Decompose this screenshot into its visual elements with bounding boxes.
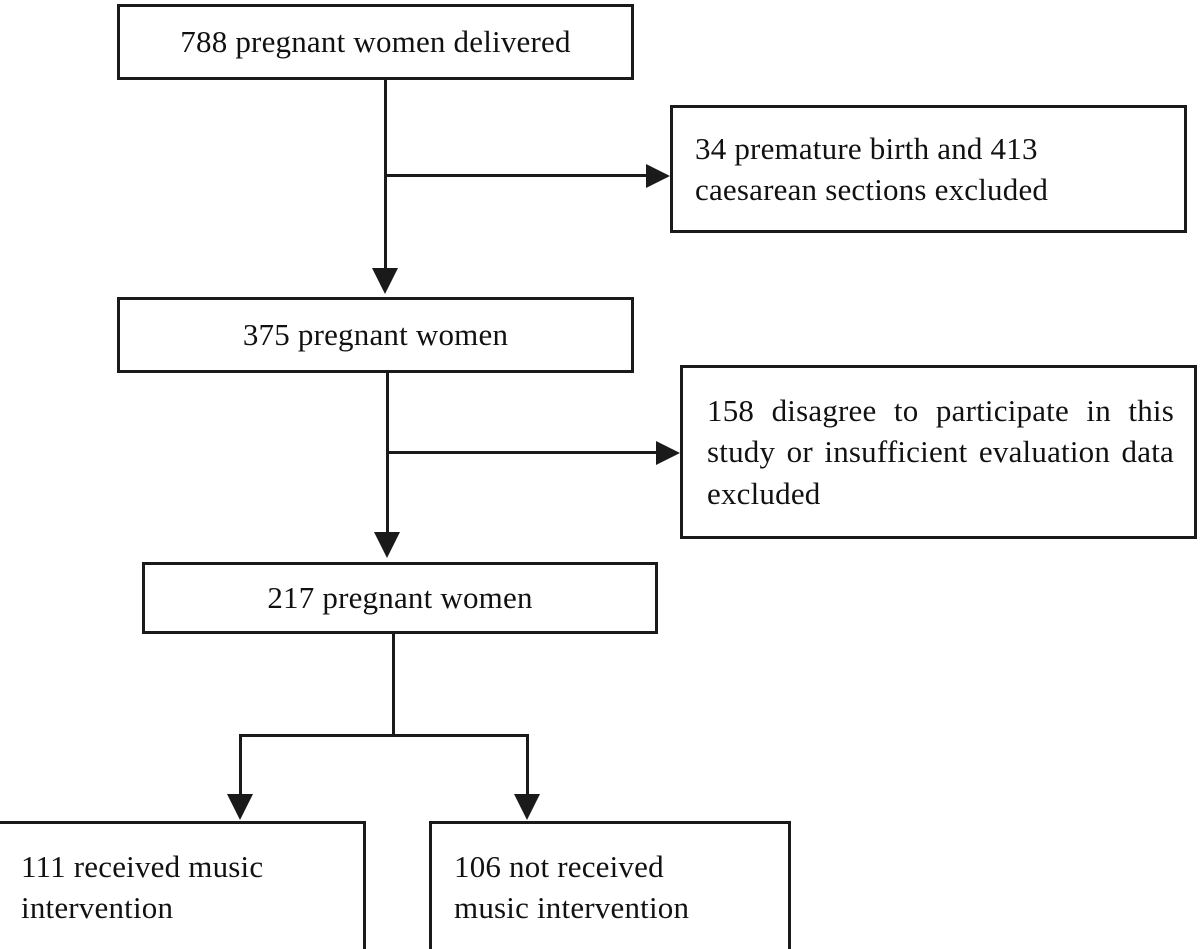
node-not-received-music-intervention: 106 not received music intervention: [429, 821, 791, 949]
connector-enrolled-to-no-music: [526, 736, 529, 798]
connector-delivered-to-eligible: [384, 79, 387, 271]
connector-delivered-to-excluded-1: [386, 174, 664, 177]
arrowhead-down-icon: [514, 794, 540, 820]
node-received-music-intervention: 111 received music intervention: [0, 821, 366, 949]
node-eligible-label: 375 pregnant women: [242, 317, 509, 353]
node-delivered: 788 pregnant women delivered: [117, 4, 634, 80]
arrowhead-down-icon: [372, 268, 398, 294]
connector-eligible-to-excluded-2: [388, 451, 674, 454]
node-music-label: 111 received music intervention: [21, 848, 264, 925]
arrowhead-right-icon: [656, 441, 680, 465]
node-excluded-premature-caesarean: 34 premature birth and 413 caesarean sec…: [670, 105, 1187, 233]
node-delivered-label: 788 pregnant women delivered: [180, 24, 571, 60]
connector-split-bar: [239, 734, 529, 737]
arrowhead-right-icon: [646, 164, 670, 188]
arrowhead-down-icon: [374, 532, 400, 558]
connector-enrolled-to-music: [239, 736, 242, 798]
node-excluded-disagree-insufficient: 158 disagree to participate in this stud…: [680, 365, 1197, 539]
node-excluded-1-label: 34 premature birth and 413 caesarean sec…: [695, 130, 1049, 207]
node-excluded-2-label: 158 disagree to participate in this stud…: [707, 393, 1174, 511]
node-no-music-label: 106 not received music intervention: [454, 848, 690, 925]
connector-eligible-to-enrolled: [386, 372, 389, 535]
node-enrolled: 217 pregnant women: [142, 562, 658, 634]
node-enrolled-label: 217 pregnant women: [267, 580, 533, 616]
node-eligible: 375 pregnant women: [117, 297, 634, 373]
arrowhead-down-icon: [227, 794, 253, 820]
connector-enrolled-stem: [392, 633, 395, 736]
